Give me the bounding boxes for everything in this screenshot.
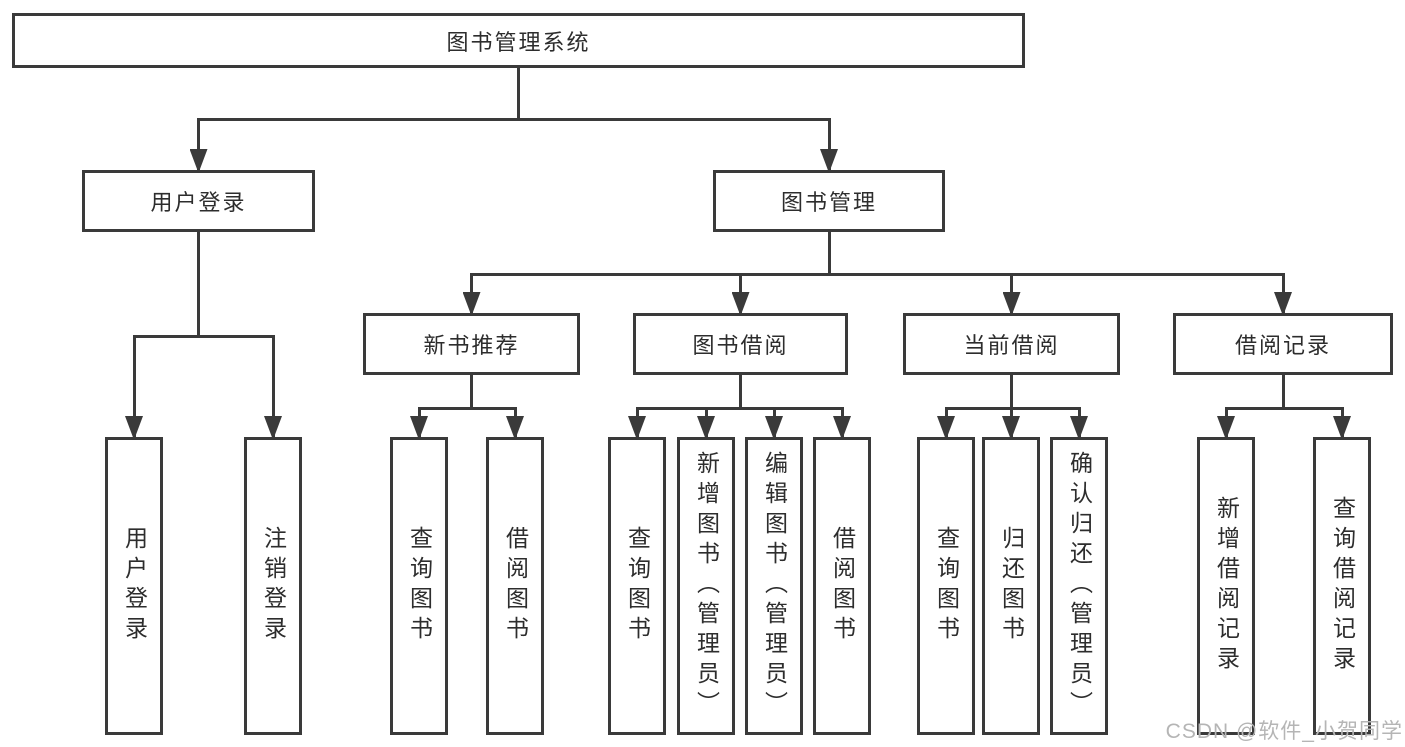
leaf-borrow-books-recommend: 借阅图书 — [486, 437, 544, 735]
node-label: 归还图书 — [998, 526, 1025, 646]
leaf-add-book-admin: 新增图书（管理员） — [677, 437, 735, 735]
node-label: 图书管理系统 — [446, 29, 591, 55]
connector-line — [197, 118, 200, 170]
leaf-query-books-current: 查询图书 — [917, 437, 975, 735]
node-book-management: 图书管理 — [713, 170, 945, 232]
node-current-borrowing: 当前借阅 — [903, 313, 1120, 375]
node-user-login: 用户登录 — [82, 170, 315, 232]
leaf-add-borrow-record: 新增借阅记录 — [1197, 437, 1255, 735]
leaf-edit-book-admin: 编辑图书（管理员） — [745, 437, 803, 735]
connector-line — [635, 407, 844, 410]
connector-line — [132, 335, 136, 437]
node-label: 确认归还（管理员） — [1066, 451, 1093, 721]
leaf-logout: 注销登录 — [244, 437, 302, 735]
node-label: 当前借阅 — [963, 333, 1060, 358]
connector-line — [827, 232, 831, 276]
connector-line — [132, 335, 275, 338]
connector-line — [197, 118, 831, 121]
connector-line — [1281, 375, 1285, 410]
node-label: 图书管理 — [780, 190, 877, 215]
connector-line — [944, 407, 1081, 410]
node-label: 新增借阅记录 — [1213, 496, 1240, 676]
node-label: 查询图书 — [406, 526, 433, 646]
node-book-borrowing: 图书借阅 — [633, 313, 848, 375]
node-label: 编辑图书（管理员） — [761, 451, 788, 721]
node-label: 新增图书（管理员） — [693, 451, 720, 721]
node-label: 借阅图书 — [502, 526, 529, 646]
connector-line — [517, 68, 520, 121]
leaf-user-login: 用户登录 — [105, 437, 163, 735]
csdn-watermark: CSDN @软件_小贺同学 — [1165, 720, 1403, 743]
connector-line — [271, 335, 275, 437]
leaf-borrow-books: 借阅图书 — [813, 437, 871, 735]
node-label: 注销登录 — [260, 526, 287, 646]
connector-line — [1224, 407, 1344, 410]
node-label: 借阅记录 — [1234, 333, 1331, 358]
node-borrowing-records: 借阅记录 — [1173, 313, 1393, 375]
leaf-confirm-return-admin: 确认归还（管理员） — [1050, 437, 1108, 735]
connector-line — [470, 375, 473, 410]
node-label: 查询借阅记录 — [1329, 496, 1356, 676]
node-library-management-system: 图书管理系统 — [12, 13, 1025, 68]
node-label: 图书借阅 — [692, 333, 789, 358]
leaf-return-book: 归还图书 — [982, 437, 1040, 735]
node-new-book-recommendation: 新书推荐 — [363, 313, 580, 375]
node-label: 查询图书 — [933, 526, 960, 646]
connector-line — [1010, 375, 1013, 410]
node-label: 查询图书 — [624, 526, 651, 646]
leaf-query-books-recommend: 查询图书 — [390, 437, 448, 735]
node-label: 借阅图书 — [829, 526, 856, 646]
node-label: 新书推荐 — [423, 333, 520, 358]
leaf-query-borrow-record: 查询借阅记录 — [1313, 437, 1371, 735]
connector-line — [197, 232, 200, 338]
node-label: 用户登录 — [150, 190, 247, 215]
connector-line — [417, 407, 517, 410]
leaf-query-books-borrow: 查询图书 — [608, 437, 666, 735]
node-label: 用户登录 — [121, 526, 148, 646]
connector-line — [827, 118, 831, 170]
connector-line — [739, 375, 742, 410]
connector-line — [470, 273, 1285, 276]
